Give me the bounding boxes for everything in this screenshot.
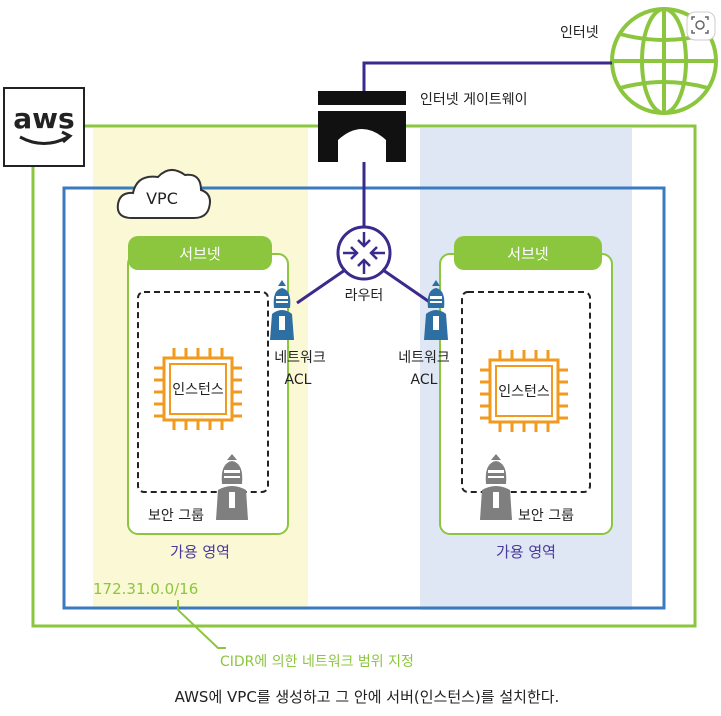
subnet-left-label: 서브넷 — [179, 245, 220, 263]
subnet-right-label: 서브넷 — [507, 245, 548, 263]
router-label: 라우터 — [345, 288, 384, 304]
router-nacl-left-line — [296, 268, 346, 305]
router-icon — [336, 225, 392, 281]
az-left-label: 가용 영역 — [170, 543, 230, 561]
cidr-note-label: CIDR에 의한 네트워크 범위 지정 — [220, 654, 414, 670]
nacl-right-label-line2: ACL — [411, 372, 438, 388]
nacl-left-knight-icon — [270, 280, 294, 340]
cidr-value-label: 172.31.0.0/16 — [93, 580, 198, 598]
security-group-right-border — [461, 291, 591, 493]
nacl-left-label-line1: 네트워크 — [274, 350, 326, 366]
nacl-left-label-line2: ACL — [285, 372, 312, 388]
internet-gateway-label: 인터넷 게이트웨이 — [420, 92, 528, 108]
aws-logo: aws — [3, 87, 85, 167]
instance-left-icon — [154, 348, 242, 430]
vpc-label: VPC — [146, 189, 178, 208]
cidr-pointer-line — [177, 600, 226, 649]
internet-label: 인터넷 — [560, 25, 599, 41]
security-group-right-label: 보안 그룹 — [518, 508, 574, 524]
globe-icon — [610, 7, 718, 115]
internet-link-line — [362, 61, 612, 96]
nacl-right-knight-icon — [424, 280, 448, 340]
security-group-left-knight-icon — [216, 454, 248, 520]
instance-left-label: 인스턴스 — [172, 382, 224, 398]
zoom-icon[interactable] — [686, 11, 716, 41]
az-right-label: 가용 영역 — [496, 543, 556, 561]
nacl-right-label-line1: 네트워크 — [398, 350, 450, 366]
security-group-right-knight-icon — [480, 454, 512, 520]
security-group-left-label: 보안 그룹 — [148, 508, 204, 524]
security-group-left-border — [137, 291, 269, 493]
internet-gateway-icon — [318, 91, 406, 162]
aws-logo-text: aws — [13, 102, 74, 135]
instance-right-label: 인스턴스 — [498, 384, 550, 400]
instance-right-icon — [480, 350, 568, 432]
vpc-cloud-icon: VPC — [116, 169, 211, 219]
caption: AWS에 VPC를 생성하고 그 안에 서버(인스턴스)를 설치한다. — [175, 688, 560, 706]
router-nacl-right-line — [382, 268, 432, 305]
